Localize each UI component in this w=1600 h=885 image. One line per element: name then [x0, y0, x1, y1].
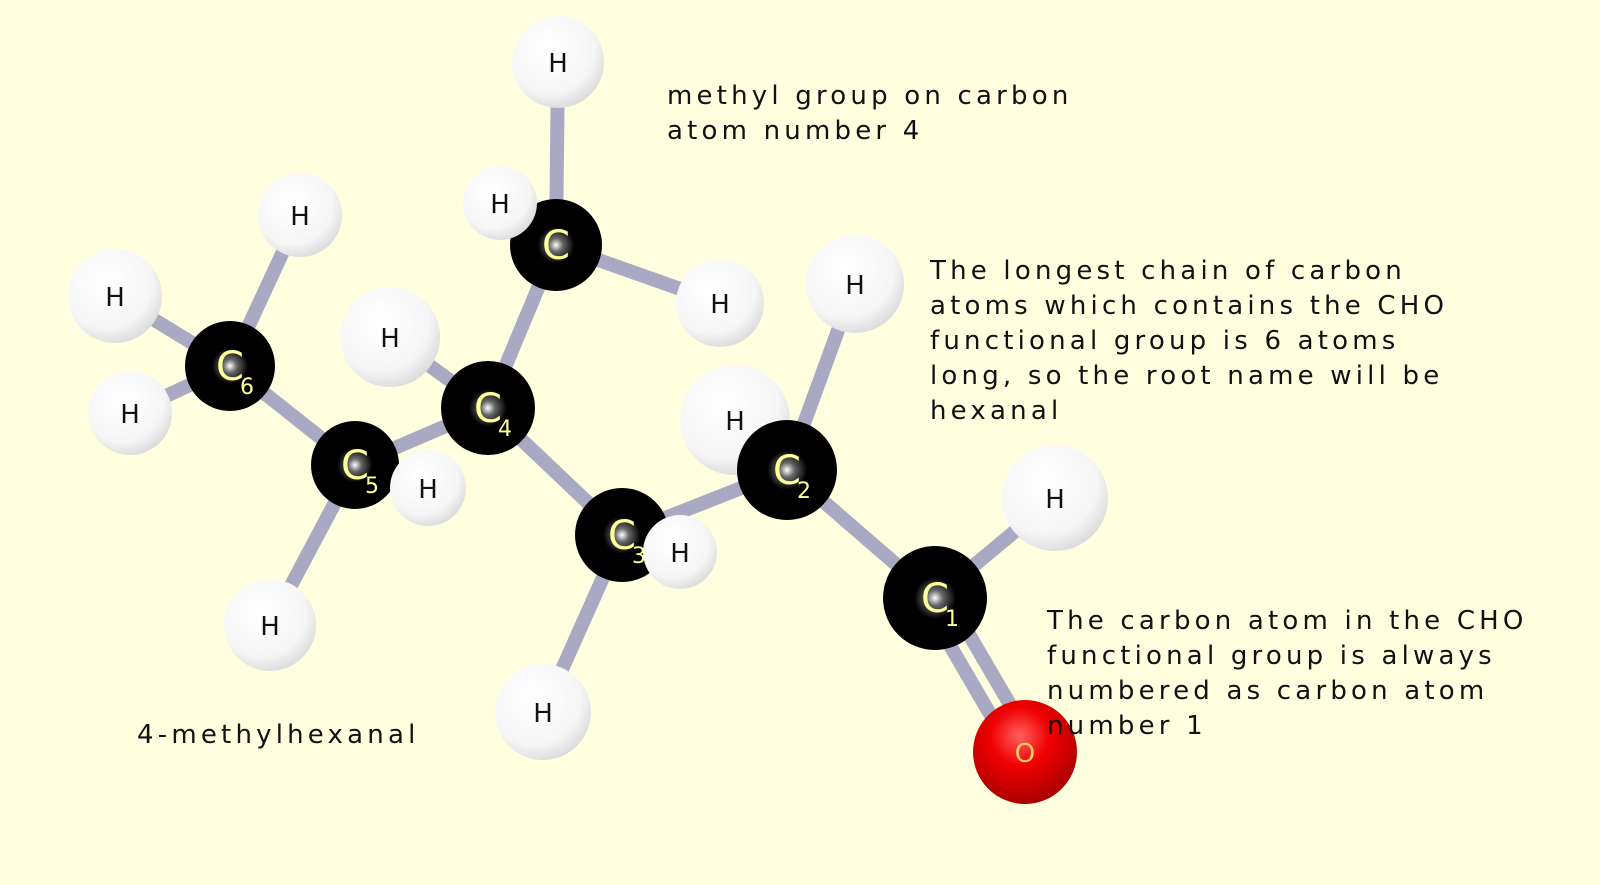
- atom-label: O: [1015, 739, 1035, 769]
- chain-annotation: The longest chain of carbon atoms which …: [930, 256, 1449, 426]
- atom-sphere: [68, 249, 162, 343]
- cho-annotation: The carbon atom in the CHO functional gr…: [1047, 606, 1528, 741]
- atom-sphere: [258, 173, 342, 257]
- hydrogen-atom: H: [224, 579, 316, 671]
- atom-sphere: [390, 450, 466, 526]
- atom-sphere: [185, 321, 275, 411]
- atom-sphere: [676, 259, 764, 347]
- oxygen-atom: O: [973, 700, 1077, 804]
- atom-label: H: [710, 290, 730, 320]
- carbon-atom-1: C1: [883, 546, 987, 650]
- atom-sphere: [737, 420, 837, 520]
- atom-sphere: [643, 515, 717, 589]
- methyl-annotation: methyl group on carbon atom number 4: [667, 81, 1073, 146]
- atom-sphere: [973, 700, 1077, 804]
- hydrogen-atom: H: [463, 166, 537, 240]
- hydrogen-atom: H: [1002, 445, 1108, 551]
- atom-sphere: [224, 579, 316, 671]
- hydrogen-atom: H: [495, 664, 591, 760]
- carbon-atom-6: C6: [185, 321, 275, 411]
- hydrogen-atom: H: [258, 173, 342, 257]
- hydrogen-atom: H: [88, 371, 172, 455]
- atom-sphere: [1002, 445, 1108, 551]
- atom-sphere: [463, 166, 537, 240]
- atom-sphere: [441, 361, 535, 455]
- atom-label: H: [1045, 485, 1065, 515]
- atom-sphere: [340, 287, 440, 387]
- atom-label: H: [380, 324, 400, 354]
- carbon-atom-5: C5: [311, 421, 399, 509]
- atom-sphere: [510, 199, 602, 291]
- atom-label: H: [533, 699, 553, 729]
- carbon-atom: C: [510, 199, 602, 291]
- atom-sphere: [883, 546, 987, 650]
- hydrogen-atom: H: [390, 450, 466, 526]
- carbon-atom-2: C2: [737, 420, 837, 520]
- atom-label: H: [290, 202, 310, 232]
- atom-label: H: [120, 400, 140, 430]
- atom-label: H: [670, 539, 690, 569]
- atom-label: H: [260, 612, 280, 642]
- hydrogen-atom: H: [68, 249, 162, 343]
- atom-label: H: [725, 407, 745, 437]
- atom-sphere: [512, 16, 604, 108]
- compound-name: 4-methylhexanal: [137, 720, 420, 750]
- hydrogen-atom: H: [340, 287, 440, 387]
- atom-label: H: [845, 271, 865, 301]
- atom-sphere: [495, 664, 591, 760]
- atom-sphere: [806, 235, 904, 333]
- atom-label: H: [548, 49, 568, 79]
- hydrogen-atom: H: [512, 16, 604, 108]
- hydrogen-atom: H: [676, 259, 764, 347]
- atom-label: C: [542, 223, 570, 269]
- atom-sphere: [311, 421, 399, 509]
- atom-label: H: [105, 283, 125, 313]
- atom-sphere: [88, 371, 172, 455]
- hydrogen-atom: H: [643, 515, 717, 589]
- carbon-atom-4: C4: [441, 361, 535, 455]
- hydrogen-atom: H: [806, 235, 904, 333]
- atom-label: H: [490, 190, 510, 220]
- atom-label: H: [418, 475, 438, 505]
